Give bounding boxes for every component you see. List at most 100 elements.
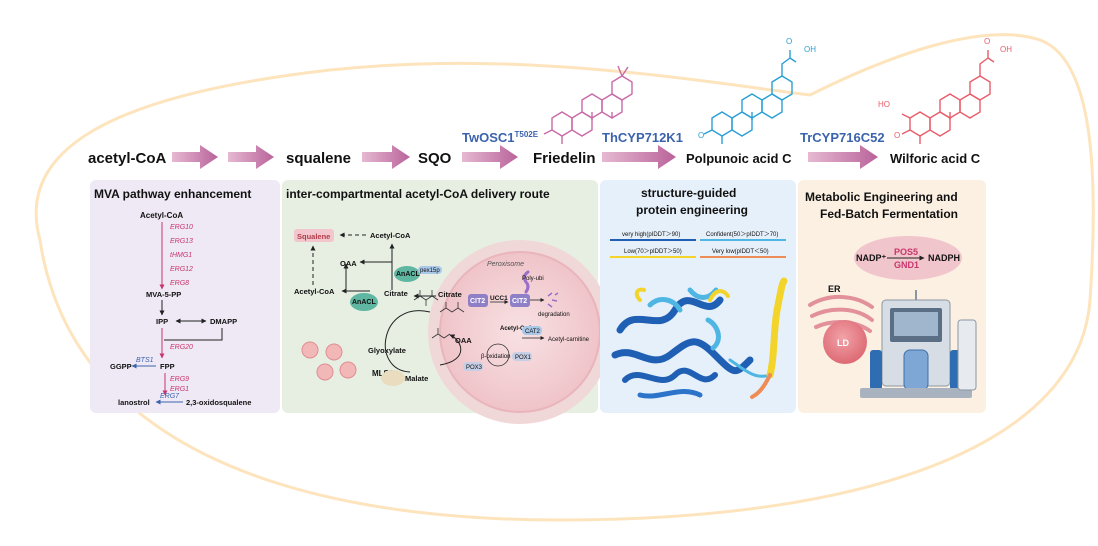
acetyl-anacl-1: AnACL: [396, 271, 420, 278]
acetyl-cat2: CAT2: [525, 329, 541, 335]
acetyl-ucc1: UCC1: [490, 295, 508, 302]
acetyl-squalene: Squalene: [297, 232, 330, 241]
acetyl-pox1: POX1: [515, 355, 532, 361]
acetyl-citrate-p: Citrate: [438, 290, 462, 299]
mva-title: MVA pathway enhancement: [94, 187, 251, 201]
pex15p-tag: [418, 266, 442, 274]
yeast-cells: [301, 341, 357, 381]
enzyme-thcyp712k1: ThCYP712K1: [602, 130, 683, 145]
pathway-arrow-2: [228, 145, 274, 169]
acetyl-coa-label: acetyl-CoA: [88, 150, 167, 167]
gene-bts1: BTS1: [136, 357, 154, 364]
gene-erg1: ERG1: [170, 386, 189, 393]
polpunoic-o-top: O: [786, 37, 792, 46]
peroxisome-inner: [439, 251, 601, 413]
acetyl-pex15p: pex15p: [420, 268, 440, 274]
gene-erg9: ERG9: [170, 376, 189, 383]
polpunoic-o-ring: O: [698, 131, 704, 140]
legend-very-low: Very low(pIDDT＜50): [712, 249, 769, 255]
anacl-enzyme-2: [350, 293, 378, 311]
acetyl-coa-top: Acetyl-CoA: [370, 231, 411, 240]
wilforic-oh: OH: [1000, 45, 1012, 54]
polyubi-chain: [522, 270, 530, 294]
polpunoic-molecule: [703, 50, 797, 144]
legend-confident: Confident(50＞pIDDT＞70): [706, 232, 778, 238]
acetyl-coa-left: Acetyl-CoA: [294, 287, 335, 296]
ferment-ld: LD: [837, 338, 849, 348]
acetyl-beta-ox: β-oxidation: [481, 354, 510, 360]
bioreactor: [860, 290, 977, 398]
citrate-p-structure: [439, 302, 465, 313]
pathway-arrow-1: [172, 145, 218, 169]
acetyl-oaa: OAA: [340, 259, 357, 268]
plddt-legend: very high(pIDDT＞90) Confident(50＞pIDDT＞7…: [610, 232, 786, 258]
pathway-arrow-3: [362, 145, 410, 169]
mva-genes: ERG10 ERG13 tHMG1 ERG12 ERG8: [170, 224, 193, 287]
legend-very-high: very high(pIDDT＞90): [622, 232, 680, 238]
mls1-enzyme: [381, 370, 405, 386]
acetyl-degradation: degradation: [538, 312, 570, 318]
gene-erg10: ERG10: [170, 224, 193, 231]
acetyl-cit2-a: CIT2: [470, 298, 485, 305]
acetyl-citrate: Citrate: [384, 289, 408, 298]
wilforic-o-ring: O: [894, 131, 900, 140]
mva-oxidosqualene: 2,3-oxidosqualene: [186, 398, 251, 407]
acetyl-glyoxylate: Glyoxylate: [368, 346, 406, 355]
wilforic-molecule: [901, 50, 995, 144]
ferment-nadp: NADP⁺: [856, 253, 887, 263]
pathway-arrows: [172, 145, 878, 169]
sqo-label: SQO: [418, 150, 452, 167]
acetyl-mls1: MLS1: [372, 369, 394, 378]
enzyme-twosc1: TwOSC1T502E: [462, 130, 539, 145]
gene-thmg1: tHMG1: [170, 252, 192, 259]
mva-acetyl-coa: Acetyl-CoA: [140, 211, 183, 220]
citrate-structure: [413, 290, 439, 306]
pathway-arrow-6: [808, 145, 878, 169]
ferment-nadph: NADPH: [928, 253, 960, 263]
gene-erg7: ERG7: [160, 393, 180, 400]
pox1-box: [512, 352, 532, 361]
acetyl-cit2-b: CIT2: [512, 298, 527, 305]
enzyme-trcyp716c52: TrCYP716C52: [800, 130, 885, 145]
protein-structure: [611, 277, 788, 399]
ferment-gnd1: GND1: [894, 260, 919, 270]
oaa-structure: [431, 328, 451, 339]
beta-ox-cycle: [486, 343, 510, 367]
pathway-arrow-5: [602, 145, 676, 169]
pox3-box: [463, 362, 483, 371]
acetyl-carnitine: Acetyl-carnitine: [548, 337, 590, 343]
cit2-b-box: [510, 294, 530, 307]
acetyl-pox3: POX3: [466, 365, 483, 371]
legend-low: Low(70＞pIDDT＞50): [624, 249, 682, 255]
degradation-fragments: [547, 292, 559, 308]
squalene-label: squalene: [286, 150, 351, 167]
acetyl-polyubi: Poly-ubi: [522, 276, 544, 282]
protein-title-1: structure-guided: [641, 186, 736, 200]
friedelin-molecule: [543, 65, 633, 144]
acetyl-malate: Malate: [405, 374, 428, 383]
mva-ipp: IPP: [156, 317, 168, 326]
mva-lanostrol: lanostrol: [118, 398, 150, 407]
protein-title-2: protein engineering: [636, 203, 748, 217]
squalene-box: [294, 229, 334, 242]
gene-erg20: ERG20: [170, 344, 193, 351]
polpunoic-label: Polpunoic acid C: [686, 151, 792, 166]
mva-panel: [90, 180, 280, 413]
ferment-er: ER: [828, 284, 841, 294]
acetyl-oaa-p: OAA: [455, 336, 472, 345]
pathway-arrow-4: [462, 145, 518, 169]
wilforic-ho: HO: [878, 100, 890, 109]
mva-fpp: FPP: [160, 362, 175, 371]
anacl-enzyme-1: [394, 266, 420, 282]
ferment-title-1: Metabolic Engineering and: [805, 190, 958, 204]
mva-mva5pp: MVA-5-PP: [146, 290, 181, 299]
friedelin-label: Friedelin: [533, 150, 596, 167]
ferment-title-2: Fed-Batch Fermentation: [820, 207, 958, 221]
lipid-droplet: [823, 320, 867, 364]
acetyl-title: inter-compartmental acetyl-CoA delivery …: [286, 187, 550, 201]
glyoxylate-cycle: [384, 310, 462, 373]
gene-erg13: ERG13: [170, 238, 193, 245]
acetyl-anacl-2: AnACL: [352, 299, 376, 306]
mva-dmapp: DMAPP: [210, 317, 237, 326]
